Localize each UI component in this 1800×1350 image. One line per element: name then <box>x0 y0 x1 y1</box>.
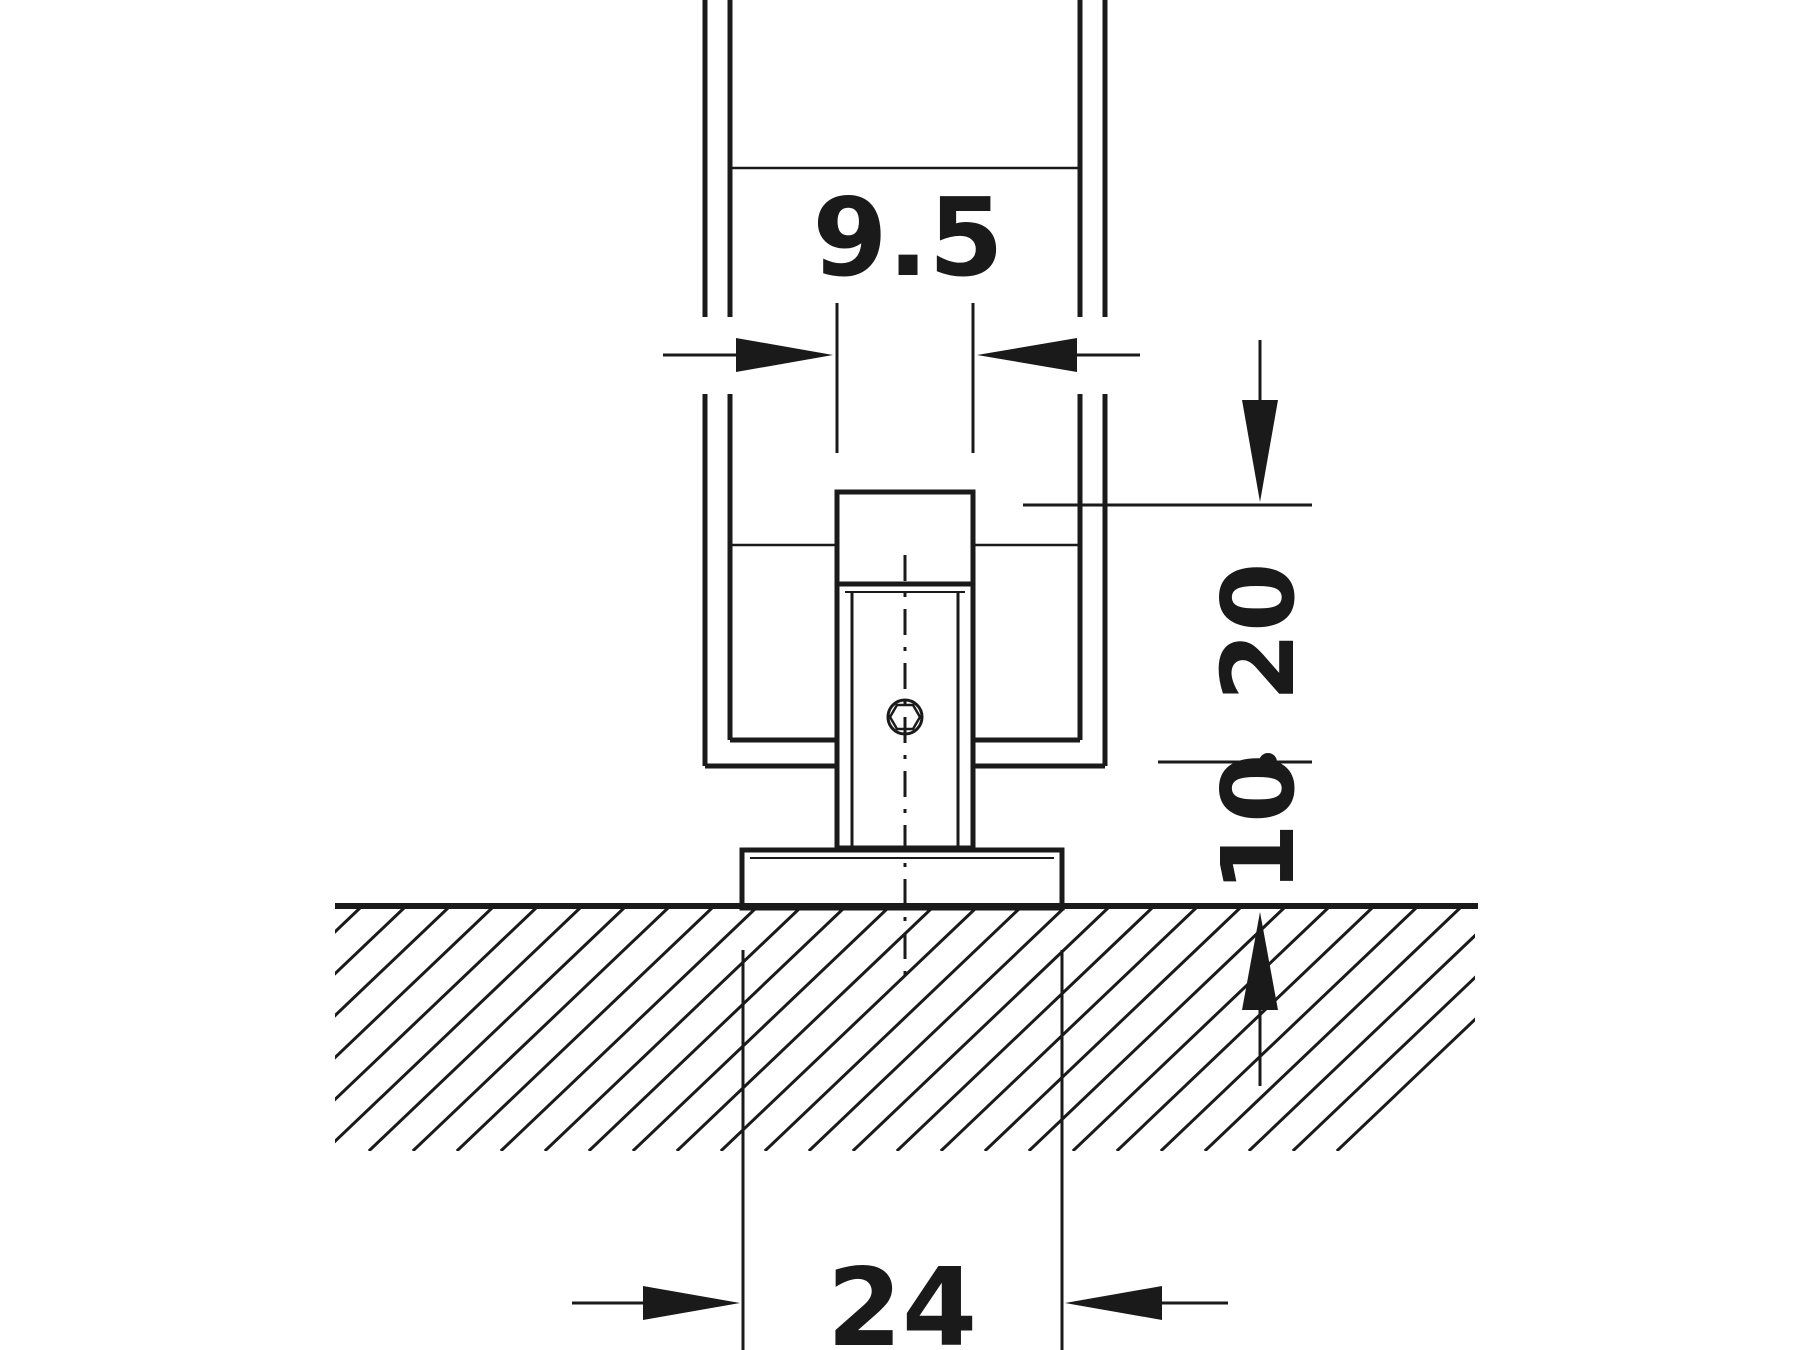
hatch-line <box>719 908 978 1151</box>
hatch-line <box>1335 1017 1475 1151</box>
hatch-line <box>675 908 934 1151</box>
hatch-line <box>1027 908 1286 1151</box>
dimension-label-height-above: 20 <box>1200 562 1317 701</box>
hatch-line <box>335 908 538 1102</box>
hatch-line <box>335 908 406 976</box>
dimension-9-5: 9.5 <box>663 176 1140 453</box>
arrow-down-icon <box>1242 400 1278 502</box>
hatch-line <box>543 908 802 1151</box>
hatch-line <box>335 908 494 1060</box>
arrow-left-icon <box>977 338 1077 372</box>
dimension-24: 24 <box>572 950 1228 1350</box>
hatch-line <box>1247 933 1475 1151</box>
floor-hatching <box>335 908 1475 1151</box>
floor-guide <box>739 489 1065 975</box>
hatch-line <box>939 908 1198 1151</box>
hatch-line <box>335 908 362 934</box>
hatch-line <box>763 908 1022 1151</box>
dimension-10: 10 <box>1200 753 1317 1086</box>
arrow-right-icon <box>736 338 833 372</box>
dimension-dot <box>1259 753 1277 771</box>
door-right-profile <box>1077 0 1108 766</box>
arrow-up-icon <box>1242 912 1278 1010</box>
dimension-label-base: 24 <box>827 1246 977 1350</box>
hatch-line <box>807 908 1066 1151</box>
arrow-left-icon <box>1065 1286 1162 1320</box>
dimension-label-height-below: 10 <box>1200 753 1317 892</box>
dimension-label-gap: 9.5 <box>812 176 1003 301</box>
hatch-line <box>851 908 1110 1151</box>
hatch-line <box>1159 908 1418 1151</box>
dimension-20: 20 <box>1023 340 1317 771</box>
adjustment-screw-icon <box>886 698 924 736</box>
floor <box>335 903 1478 1151</box>
hatch-line <box>335 908 582 1144</box>
hatch-line <box>411 908 670 1151</box>
hatch-line <box>587 908 846 1151</box>
hatch-line <box>1071 908 1330 1151</box>
hatch-line <box>631 908 890 1151</box>
door-left-profile <box>702 0 733 766</box>
hatch-line <box>335 908 450 1018</box>
hatch-line <box>1115 908 1374 1151</box>
hatch-line <box>455 908 714 1151</box>
arrow-right-icon <box>643 1286 740 1320</box>
door-panel <box>702 0 1108 769</box>
hatch-line <box>895 908 1154 1151</box>
hatch-line <box>367 908 626 1151</box>
hatch-line <box>499 908 758 1151</box>
hatch-line <box>1203 908 1462 1151</box>
hatch-line <box>983 908 1242 1151</box>
hatch-line <box>1291 975 1475 1151</box>
